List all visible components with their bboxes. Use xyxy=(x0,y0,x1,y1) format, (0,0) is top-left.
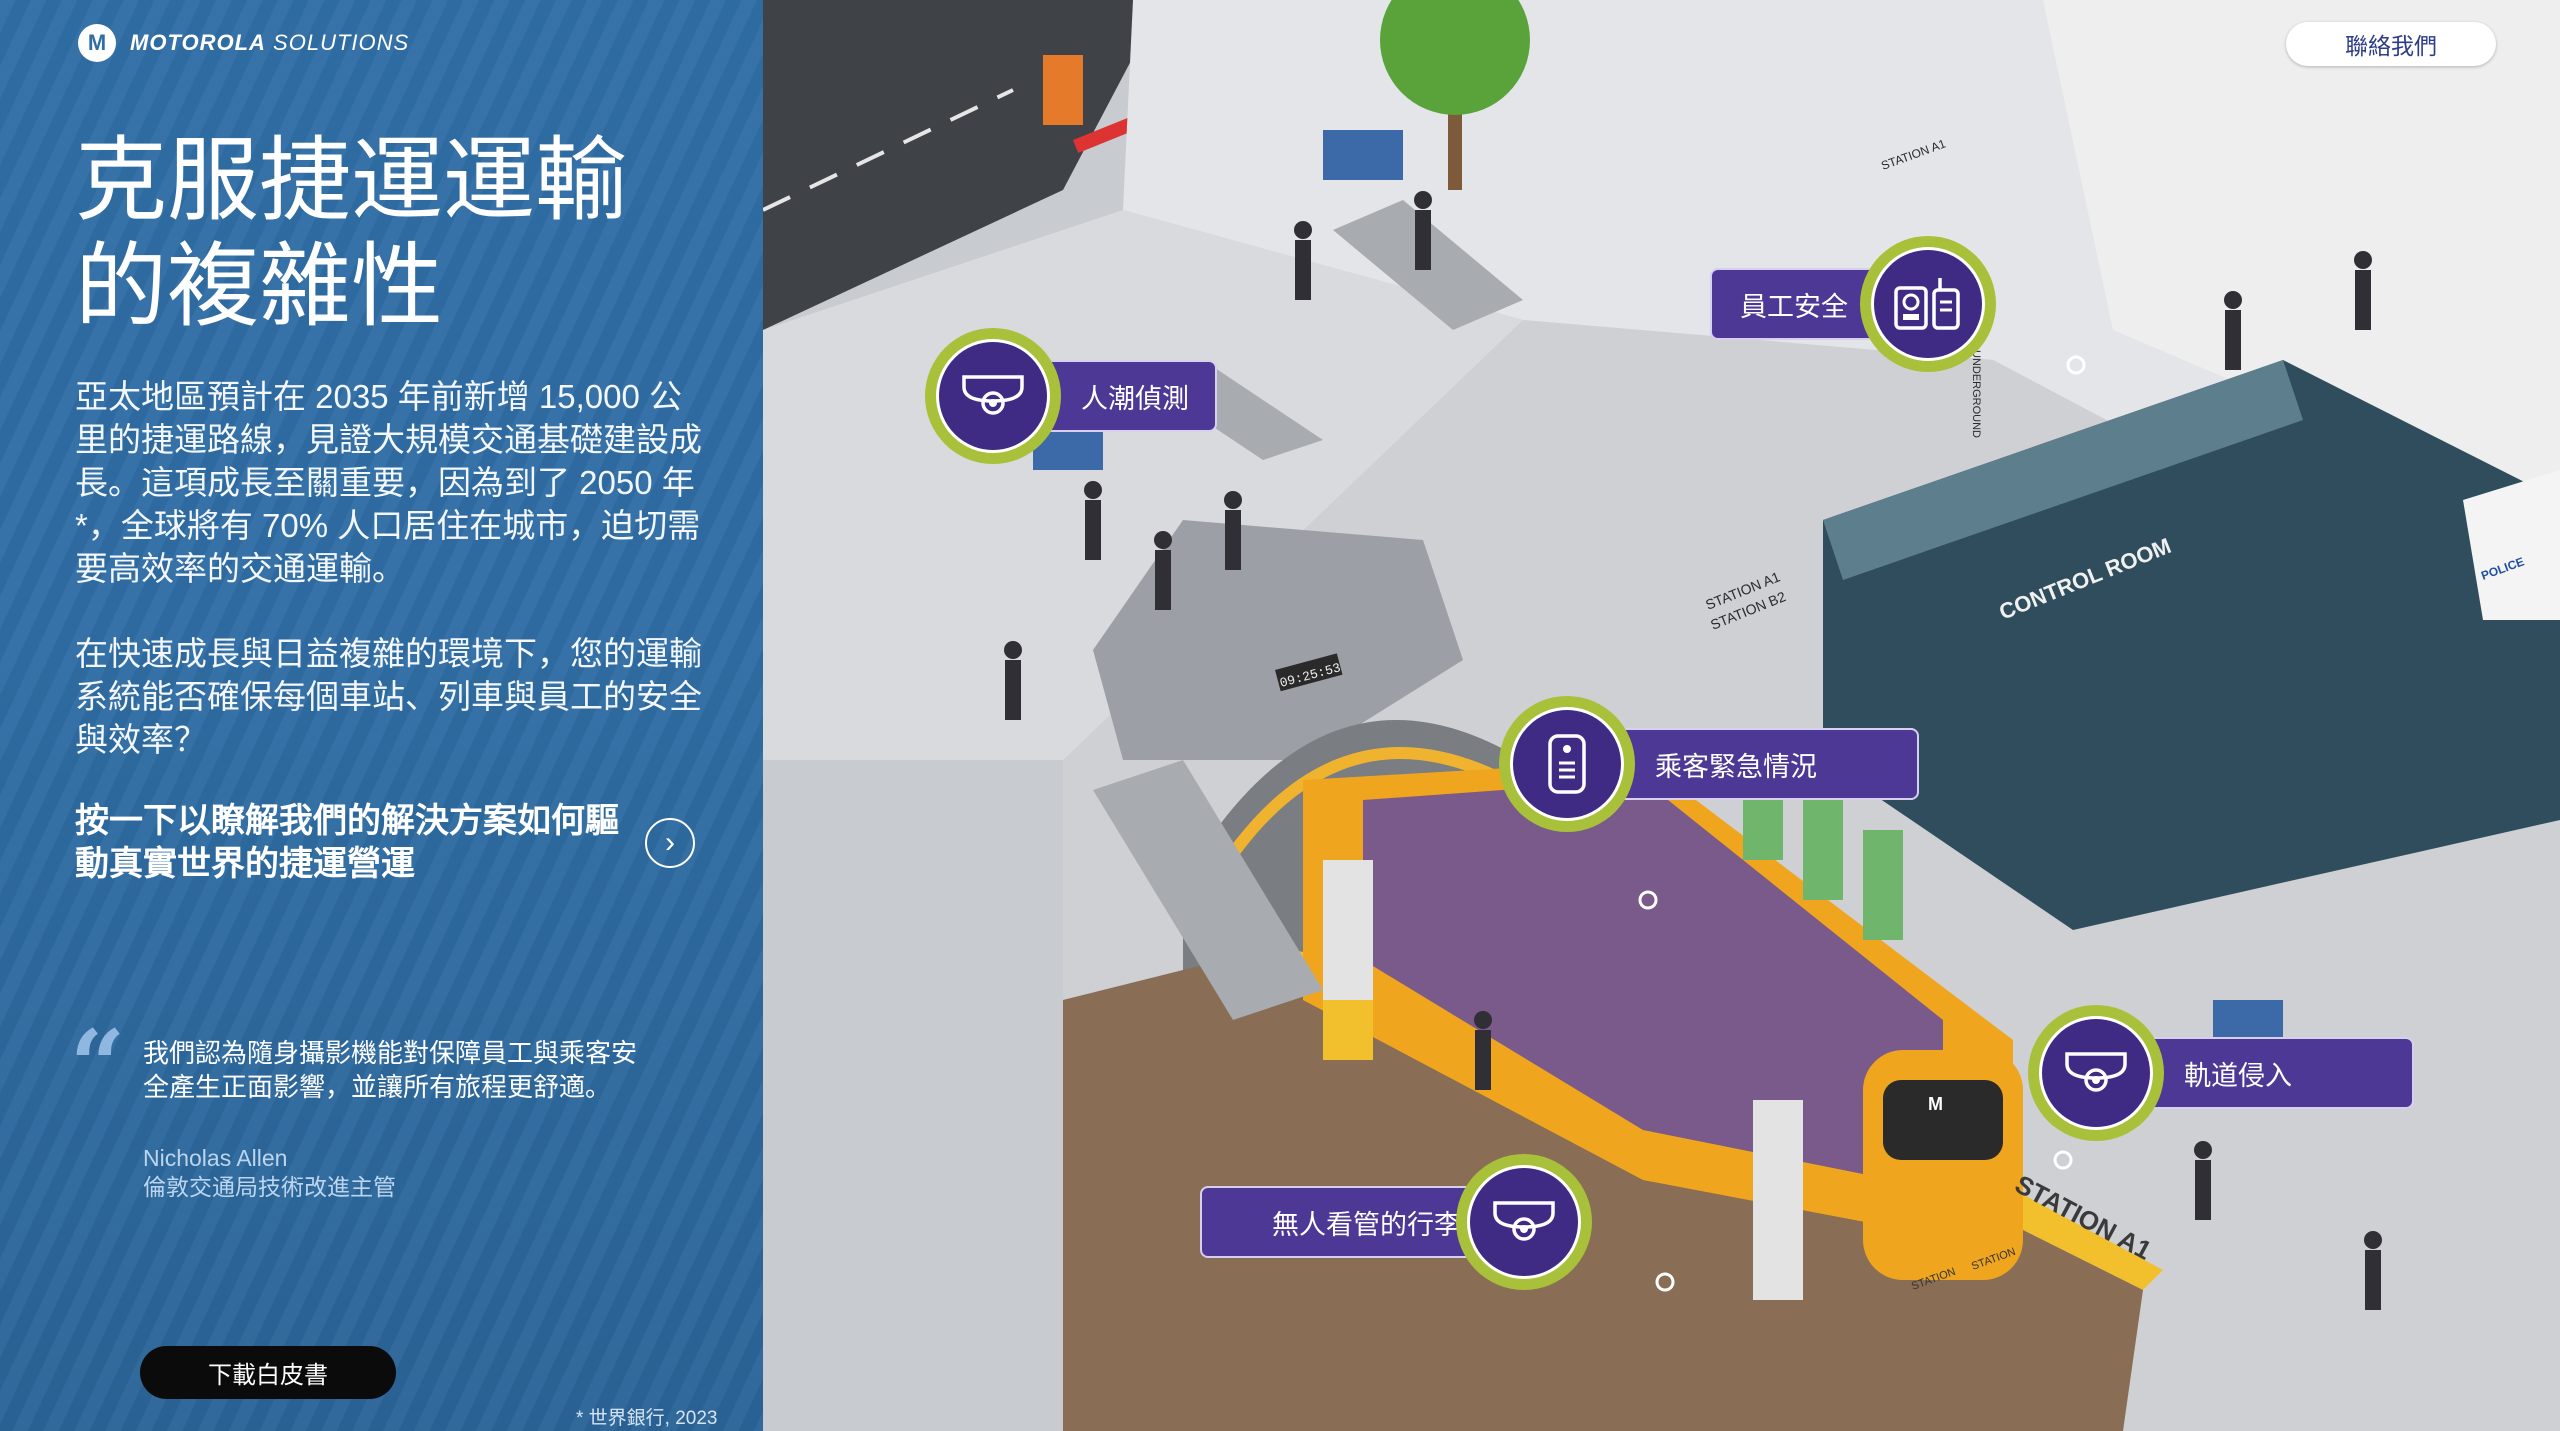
station-illustration-svg: CONTROL ROOM STATION A1 STATION B2 STATI… xyxy=(763,0,2560,1431)
hotspot-staff-safety[interactable]: 員工安全 xyxy=(1710,236,2050,372)
cta-text: 按一下以瞭解我們的解決方案如何驅動真實世界的捷運營運 xyxy=(75,802,619,883)
hotspot-ring[interactable] xyxy=(1456,1154,1592,1290)
brand-name: MOTOROLA SOLUTIONS xyxy=(130,30,410,55)
intro-paragraph: 亞太地區預計在 2035 年前新增 15,000 公里的捷運路線，見證大規模交通… xyxy=(75,378,702,587)
train-metro-letter: M xyxy=(1928,1094,1943,1114)
hotspot-track-intrusion[interactable]: 軌道侵入 xyxy=(2028,1005,2458,1141)
dome-camera-icon xyxy=(962,375,1024,415)
page-title: 克服捷運運輸的複雜性 xyxy=(75,130,628,338)
sign-underground: UNDERGROUND xyxy=(1970,350,1982,438)
hotspot-ring[interactable] xyxy=(2028,1005,2164,1141)
bodycam-radio-icon xyxy=(1894,278,1960,330)
hotspot-crowd-detection[interactable]: 人潮偵測 xyxy=(925,328,1265,464)
testimonial-author: Nicholas Allen 倫敦交通局技術改進主管 xyxy=(143,1144,396,1202)
hotspot-label: 軌道侵入 xyxy=(2124,1037,2414,1109)
author-name: Nicholas Allen xyxy=(143,1145,288,1171)
hotspot-passenger-emergency[interactable]: 乘客緊急情況 xyxy=(1499,696,1939,832)
dome-camera-icon xyxy=(1493,1201,1555,1241)
hotspot-unattended-baggage[interactable]: 無人看管的行李 xyxy=(1200,1154,1640,1290)
left-info-panel: M MOTOROLA SOLUTIONS 克服捷運運輸的複雜性 亞太地區預計在 … xyxy=(0,0,763,1431)
hotspot-label: 乘客緊急情況 xyxy=(1595,728,1919,800)
author-role: 倫敦交通局技術改進主管 xyxy=(143,1174,396,1200)
brand-logo-block[interactable]: M MOTOROLA SOLUTIONS xyxy=(78,24,409,62)
metro-station-illustration: CONTROL ROOM STATION A1 STATION B2 STATI… xyxy=(763,0,2560,1431)
contact-us-button[interactable]: 聯絡我們 xyxy=(2286,22,2496,66)
hotspot-ring[interactable] xyxy=(1499,696,1635,832)
hotspot-ring[interactable] xyxy=(925,328,1061,464)
chevron-right-circle-icon[interactable]: › xyxy=(645,818,695,868)
question-paragraph: 在快速成長與日益複雜的環境下，您的運輸系統能否確保每個車站、列車與員工的安全與效… xyxy=(75,635,702,758)
download-whitepaper-button[interactable]: 下載白皮書 xyxy=(140,1346,396,1399)
dome-camera-icon xyxy=(2065,1052,2127,1092)
hotspot-ring[interactable] xyxy=(1860,236,1996,372)
footnote: * 世界銀行, 2023 xyxy=(576,1408,718,1429)
quote-icon: “ xyxy=(70,1009,126,1122)
solutions-cta-link[interactable]: 按一下以瞭解我們的解決方案如何驅動真實世界的捷運營運 › xyxy=(75,800,695,886)
testimonial-quote: 我們認為隨身攝影機能對保障員工與乘客安全產生正面影響，並讓所有旅程更舒適。 xyxy=(143,1038,638,1102)
intercom-icon xyxy=(1548,734,1586,794)
motorola-logo-icon: M xyxy=(78,24,116,62)
